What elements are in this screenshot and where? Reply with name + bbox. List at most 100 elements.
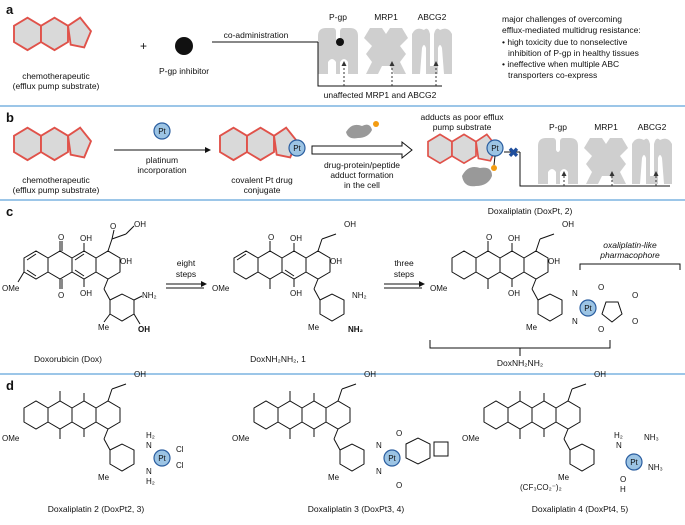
doxpt-n-2: N: [572, 317, 578, 326]
compound-5-pt: [625, 453, 643, 471]
step1-word-2: steps: [176, 269, 196, 279]
c4-o1: O: [396, 429, 402, 438]
doxpt-oh-bottom: OH: [508, 289, 520, 298]
nh2-oh-bottom: OH: [290, 289, 302, 298]
c3-ome: OMe: [2, 434, 20, 443]
adduct-label-2: pump substrate: [433, 122, 492, 132]
c5-me: Me: [558, 473, 570, 482]
panel-a-drug: [13, 16, 92, 52]
blocked-x-mark: ✖: [508, 145, 519, 160]
bracket-label: DoxNH₂NH₂: [497, 358, 543, 368]
protein-reactive-site: [373, 121, 379, 127]
panel-a-transporter-2: ABCG2: [418, 12, 447, 22]
pt-reagent-label: Pt: [158, 127, 166, 136]
c5-h: H: [620, 485, 626, 494]
doxpt-oh-top: OH: [508, 234, 520, 243]
compound-4-pt: [383, 449, 401, 467]
bound-inhibitor-dot: [336, 38, 344, 46]
challenge-1b: inhibition of P-gp in healthy tissues: [508, 48, 639, 58]
adduct-drug: [427, 133, 498, 165]
step2-label-2: adduct formation: [330, 170, 394, 180]
nh2-ring-oh: OH: [330, 257, 342, 266]
compound-5-pt-label: Pt: [630, 458, 638, 467]
panel-a-drug-label-2: (efflux pump substrate): [13, 81, 100, 91]
panel-a-label: a: [6, 2, 14, 17]
efflux-route: [317, 42, 442, 87]
dox-side-oh: OH: [134, 220, 146, 229]
doxpt-pt-label: Pt: [584, 304, 592, 313]
nh2-o-top: O: [268, 233, 274, 242]
nh2-amine-1: NH₂: [352, 291, 367, 300]
compound-3-structure: [23, 383, 135, 472]
c4-n1: N: [376, 441, 382, 450]
compound-4-pt-label: Pt: [388, 454, 396, 463]
compound-5-structure: [483, 383, 595, 472]
pgp-inhibitor-dot: [175, 37, 193, 55]
c5-ome: OMe: [462, 434, 480, 443]
dox-me: Me: [98, 323, 110, 332]
panel-b-label: b: [6, 110, 14, 125]
step1-label-2: incorporation: [137, 165, 186, 175]
c3-h2-top: H₂: [146, 431, 155, 440]
c3-me: Me: [98, 473, 110, 482]
conjugate-pt-label: Pt: [293, 144, 301, 153]
challenges-title-1: major challenges of overcoming: [502, 14, 622, 24]
doxpt-title: Doxaliplatin (DoxPt, 2): [488, 206, 573, 216]
panel-b-efflux-route: [519, 152, 670, 187]
adduct-formation-arrow: [311, 140, 413, 160]
adduct-pt-label: Pt: [491, 144, 499, 153]
challenge-2a: • ineffective when multiple ABC: [502, 59, 619, 69]
compound-5-name: Doxaliplatin 4 (DoxPt4, 5): [532, 504, 629, 514]
inhibitor-label: P-gp inhibitor: [159, 66, 209, 76]
dox-oh-sugar: OH: [138, 325, 150, 334]
step2-word-1: three: [394, 258, 414, 268]
panel-b-drug-label-1: chemotherapeutic: [22, 175, 90, 185]
pharmacophore-bracket: [579, 263, 681, 270]
c3-n1: N: [146, 441, 152, 450]
c5-nh3-2: NH₃: [648, 463, 663, 472]
c3-cl1: Cl: [176, 445, 184, 454]
c4-side-oh: OH: [364, 370, 376, 379]
challenges-title-2: efflux-mediated multidrug resistance:: [502, 25, 641, 35]
panel-b-drug: [13, 126, 92, 162]
compound-3-name: Doxaliplatin 2 (DoxPt2, 3): [48, 504, 145, 514]
nh2-oh-top: OH: [290, 234, 302, 243]
conjugate-pt: [288, 139, 306, 157]
panel-b-transporter-2: ABCG2: [638, 122, 667, 132]
dox-nh2: NH₂: [142, 291, 157, 300]
doxpt-ring-oh: OH: [548, 257, 560, 266]
c4-me: Me: [328, 473, 340, 482]
coadmin-label: co-administration: [224, 30, 289, 40]
pt-reagent: [153, 122, 171, 140]
doxnh2-bracket: [429, 340, 611, 349]
doxpt-ox-o1: O: [598, 283, 604, 292]
nh2-side-oh: OH: [344, 220, 356, 229]
panel-b-transporter-1: MRP1: [594, 122, 618, 132]
c4-n2: N: [376, 467, 382, 476]
c5-side-oh: OH: [594, 370, 606, 379]
counterion: (CF₃CO₂⁻)₂: [520, 483, 562, 492]
panel-a-drug-label-1: chemotherapeutic: [22, 71, 90, 81]
panel-c-label: c: [6, 204, 13, 219]
unaffected-label: unaffected MRP1 and ABCG2: [324, 90, 437, 100]
panel-b-pgp: [538, 138, 578, 184]
compound-3-pt: [153, 449, 171, 467]
dox-o-top: O: [58, 233, 64, 242]
compound-4-structure: [253, 383, 449, 472]
dox-o-bottom: O: [58, 291, 64, 300]
protein-blob: [346, 124, 372, 139]
c3-h2-bottom: H₂: [146, 477, 155, 486]
panel-a-pgp: [318, 28, 358, 74]
doxnh2-structure: [233, 233, 345, 322]
dox-structure: [17, 225, 143, 325]
doxpt-structure: [451, 233, 623, 323]
c5-nh3-1: NH₃: [644, 433, 659, 442]
panel-b-abcg2: [632, 138, 672, 184]
pharmacophore-2: pharmacophore: [599, 250, 660, 260]
nh2-ome: OMe: [212, 284, 230, 293]
doxpt-ome: OMe: [430, 284, 448, 293]
doxpt-o-top: O: [486, 233, 492, 242]
pharmacophore-1: oxaliplatin-like: [603, 240, 657, 250]
dox-ring-oh: OH: [120, 257, 132, 266]
doxpt-pt: [579, 299, 597, 317]
